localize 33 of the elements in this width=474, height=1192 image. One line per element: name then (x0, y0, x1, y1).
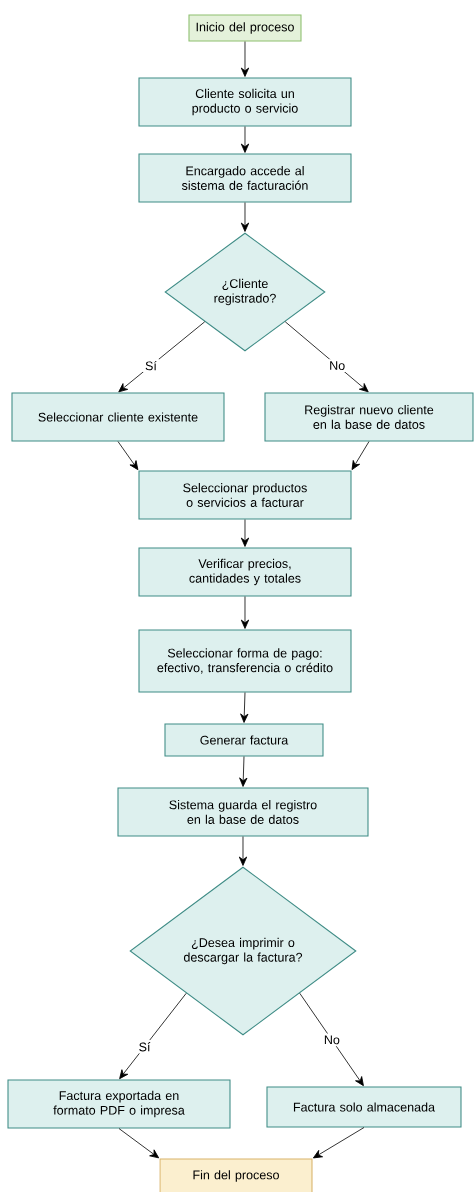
arrow (118, 321, 206, 393)
process-box: Seleccionar productos o servicios a facturar (138, 470, 352, 520)
arrow (117, 441, 139, 471)
arrow (118, 1128, 160, 1159)
process-box: Generar factura (164, 723, 324, 757)
arrow (240, 126, 250, 153)
start-box: Inicio del proceso (188, 14, 302, 42)
process-box: Registrar nuevo cliente en la base de datos (264, 392, 474, 442)
arrow (240, 41, 250, 77)
process-box: Verificar precios, cantidades y totales (138, 547, 352, 597)
process-box: Factura exportada en formato PDF o impresa (7, 1079, 231, 1129)
arrow (238, 836, 248, 866)
arrow (240, 202, 250, 232)
process-box: Cliente solicita un producto o servicio (138, 77, 352, 127)
process-box: Seleccionar cliente existente (11, 392, 225, 442)
arrow (119, 992, 187, 1080)
arrow (240, 692, 249, 723)
edge-label: No (327, 359, 348, 372)
edge-label: Sí (136, 1040, 153, 1054)
arrow (313, 1127, 365, 1159)
arrow (284, 321, 369, 393)
process-box: Encargado accede al sistema de facturación (138, 153, 352, 203)
process-box: Sistema guarda el registro en la base de datos (117, 787, 369, 837)
arrow (240, 519, 250, 547)
process-box: Seleccionar forma de pago: efectivo, transferencia o crédito (138, 629, 352, 693)
edge-label: No (321, 1033, 342, 1047)
arrow (299, 992, 364, 1087)
arrow (351, 441, 370, 470)
edge-label: Sí (143, 358, 159, 373)
process-box: Factura solo almacenada (266, 1086, 462, 1128)
end-box: Fin del proceso (159, 1158, 313, 1192)
arrow (240, 596, 250, 629)
arrow (239, 756, 248, 787)
